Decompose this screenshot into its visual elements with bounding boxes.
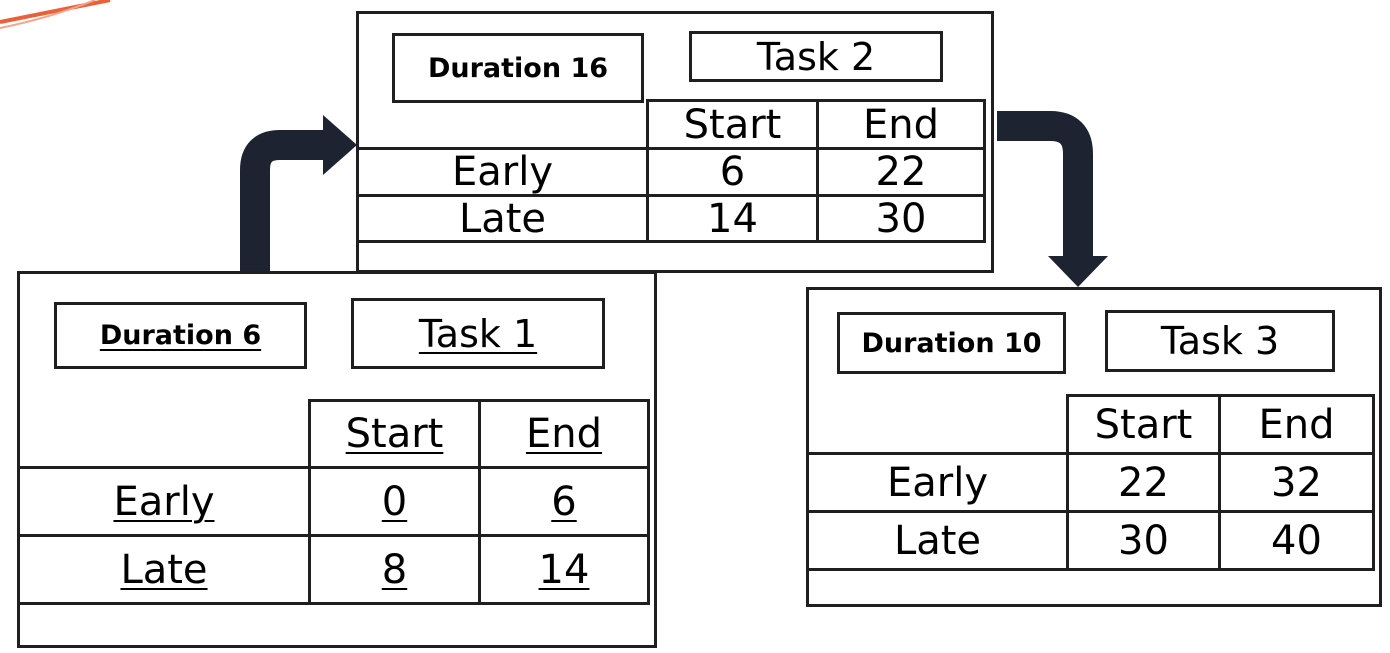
grid-line [809,452,1375,455]
early-row-label: Early [886,459,988,506]
duration-text: Duration 16 [427,52,609,84]
duration-label: Duration 10 [837,312,1066,374]
grid-line [20,602,650,605]
early-start-value: 22 [1118,459,1169,506]
early-start-value: 6 [719,149,746,195]
early-end-value: 32 [1271,459,1322,506]
late-end-value: 40 [1271,517,1322,564]
task-node-1: Duration 6 Task 1 Start End Early 0 6 La… [17,271,657,648]
grid-line [809,568,1375,571]
arrow-task2-to-task3 [997,111,1093,258]
late-row-label: Late [893,517,982,564]
duration-label: Duration 16 [392,33,644,103]
arrow-task1-to-task2 [240,130,325,275]
grid-line [809,510,1375,513]
corner-accent-decoration [0,0,111,29]
end-header: End [862,101,939,148]
grid-line [20,466,650,469]
task-name-text: Task 2 [756,34,876,79]
early-row-label: Early [113,478,215,525]
early-end-value: 22 [875,149,927,195]
grid-line [647,399,650,605]
early-start-value: 0 [381,478,408,525]
grid-line [478,399,481,605]
duration-label: Duration 6 [54,302,307,369]
late-row-label: Late [458,195,547,242]
grid-line [816,99,819,243]
grid-line [359,240,986,243]
late-start-value: 8 [381,546,408,593]
grid-line [1218,394,1221,571]
late-start-value: 14 [707,195,758,242]
task-node-3: Duration 10 Task 3 Start End Early 22 32… [806,287,1382,607]
grid-line [983,99,986,243]
task-name-label: Task 3 [1105,310,1335,372]
duration-text: Duration 6 [99,320,262,351]
start-header: Start [345,411,444,457]
duration-text: Duration 10 [861,327,1042,359]
task-name-label: Task 2 [689,31,943,82]
arrow-task2-to-task3-head [1048,256,1108,287]
grid-line [1066,394,1069,571]
task-node-2: Duration 16 Task 2 Start End Early 6 22 … [356,11,994,273]
grid-line [308,399,311,605]
grid-line [359,194,986,197]
grid-line [359,147,986,150]
arrow-task1-to-task2-head [323,115,357,175]
start-header: Start [683,101,782,148]
grid-line [1372,394,1375,571]
end-header: End [1258,401,1335,448]
late-row-label: Late [120,546,208,593]
early-end-value: 6 [551,478,577,525]
grid-line [20,534,650,537]
end-header: End [525,411,602,457]
task-name-text: Task 1 [418,311,538,356]
start-header: Start [1094,401,1193,448]
late-start-value: 30 [1118,517,1169,564]
late-end-value: 30 [875,195,927,242]
task-name-label: Task 1 [351,298,605,369]
early-row-label: Early [451,149,553,195]
grid-line [646,99,649,243]
task-name-text: Task 3 [1160,319,1280,363]
late-end-value: 14 [538,546,590,593]
